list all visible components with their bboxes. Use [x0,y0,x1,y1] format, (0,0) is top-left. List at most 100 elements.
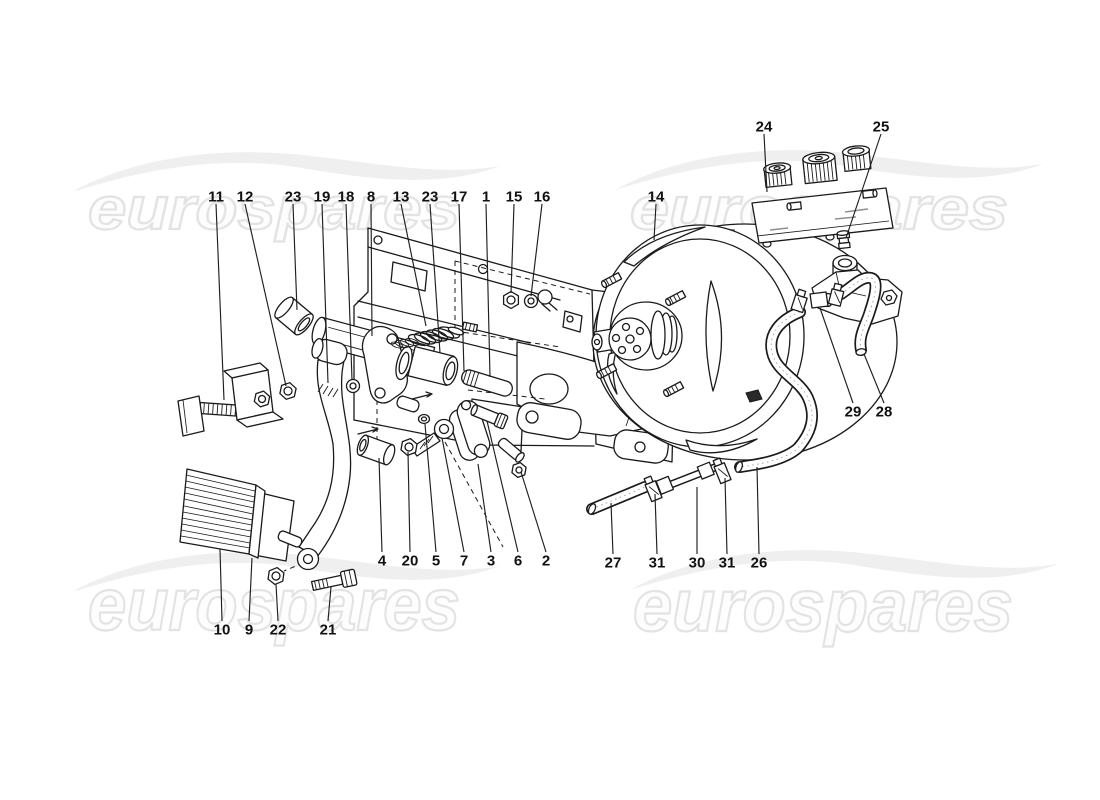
frame-keyhole [537,289,553,305]
part-number: 18 [338,189,355,206]
part-callout-6: 6 [486,420,522,570]
spring-screw [461,321,479,333]
reservoir-nipple [786,201,802,211]
part-number: 23 [285,189,302,206]
leader-line [510,203,515,294]
frame-hole [477,263,489,275]
part-number: 29 [845,404,862,421]
part-number: 20 [402,553,419,570]
washer [345,378,361,394]
leader-line [441,437,465,553]
part-number: 23 [422,189,439,206]
part-callout-28: 28 [863,353,893,421]
part-callout-24: 24 [756,119,773,193]
tee-fitting [809,291,829,309]
part-callout-10: 10 [214,548,231,639]
part-callout-20: 20 [402,451,419,570]
part-callout-29: 29 [819,307,862,421]
leader-line [458,203,465,372]
booster-vent-slot [705,280,723,392]
rod-end [410,418,455,457]
part-number: 25 [873,119,890,136]
cotter-slot [317,383,339,398]
leader-line [654,493,658,555]
nut [253,390,271,408]
part-callout-26: 26 [751,466,768,572]
leader-line [378,457,383,553]
pedal-support-frame [283,227,669,572]
booster-stud [662,381,685,398]
part-callout-12: 12 [237,189,287,387]
pivot-bushing [274,296,314,336]
part-number: 2 [542,553,550,570]
leader-line [244,203,287,387]
watermark-swoosh [615,150,1043,190]
part-callout-2: 2 [520,471,550,570]
spacer-bushing [356,434,396,466]
part-callout-4: 4 [378,457,387,570]
part-callout-23: 23 [422,189,441,354]
leader-line [530,203,543,297]
frame-hole [373,235,383,245]
watermark-text: eurospares [88,175,460,242]
booster-hub [591,301,683,371]
lower-hose-assembly [586,457,732,515]
reservoir-cap [763,162,793,189]
part-number: 4 [378,553,387,570]
booster-stud [664,290,687,307]
leader-line [763,133,768,193]
part-callout-5: 5 [424,423,440,570]
hoses [734,271,882,473]
part-number: 15 [506,189,523,206]
leader-line [345,203,353,381]
leader-line [724,477,728,555]
part-number: 5 [432,553,440,570]
watermark-swoosh [630,550,1058,590]
part-number: 10 [214,622,231,639]
hose-union [880,289,898,306]
part-callout-8: 8 [367,189,375,337]
hose-end [734,461,744,473]
part-number: 6 [514,553,522,570]
leader-line [321,203,329,384]
part-callout-18: 18 [338,189,355,381]
part-number: 28 [876,404,893,421]
leader-line [215,203,225,401]
part-callout-27: 27 [605,502,621,572]
frame-cutout [390,261,428,292]
frame-crossbar [357,300,531,360]
leader-line [370,203,373,337]
hose-clamp [712,457,732,485]
part-number: 26 [751,555,768,572]
leader-line [400,203,427,327]
leader-line [429,203,441,354]
part-callout-3: 3 [477,463,495,570]
pipe-ferrule [696,461,715,480]
nut [279,382,297,400]
part-callout-11: 11 [208,189,225,401]
leader-line [520,471,547,553]
leader-line [845,133,882,239]
assembly-arrow [357,426,379,435]
fluid-reservoir [751,145,894,250]
booster-stud [600,272,623,289]
leader-line [653,203,657,241]
hose-clamp [790,288,808,314]
pin [497,437,525,463]
leader-line [219,548,223,622]
leader-line [424,423,437,553]
linkage-cluster [356,400,527,479]
cap-nut [511,461,527,479]
part-number: 11 [208,189,224,206]
booster-vent-slot [685,438,758,454]
reservoir-fitting [836,230,851,250]
part-number: 17 [451,189,468,206]
part-number: 16 [534,189,551,206]
pad-stem [277,530,303,548]
part-callout-9: 9 [245,557,253,639]
watermark-swoosh [72,152,500,192]
bolt [470,404,509,430]
part-callout-31: 31 [719,477,735,572]
reservoir-cap [802,151,838,185]
